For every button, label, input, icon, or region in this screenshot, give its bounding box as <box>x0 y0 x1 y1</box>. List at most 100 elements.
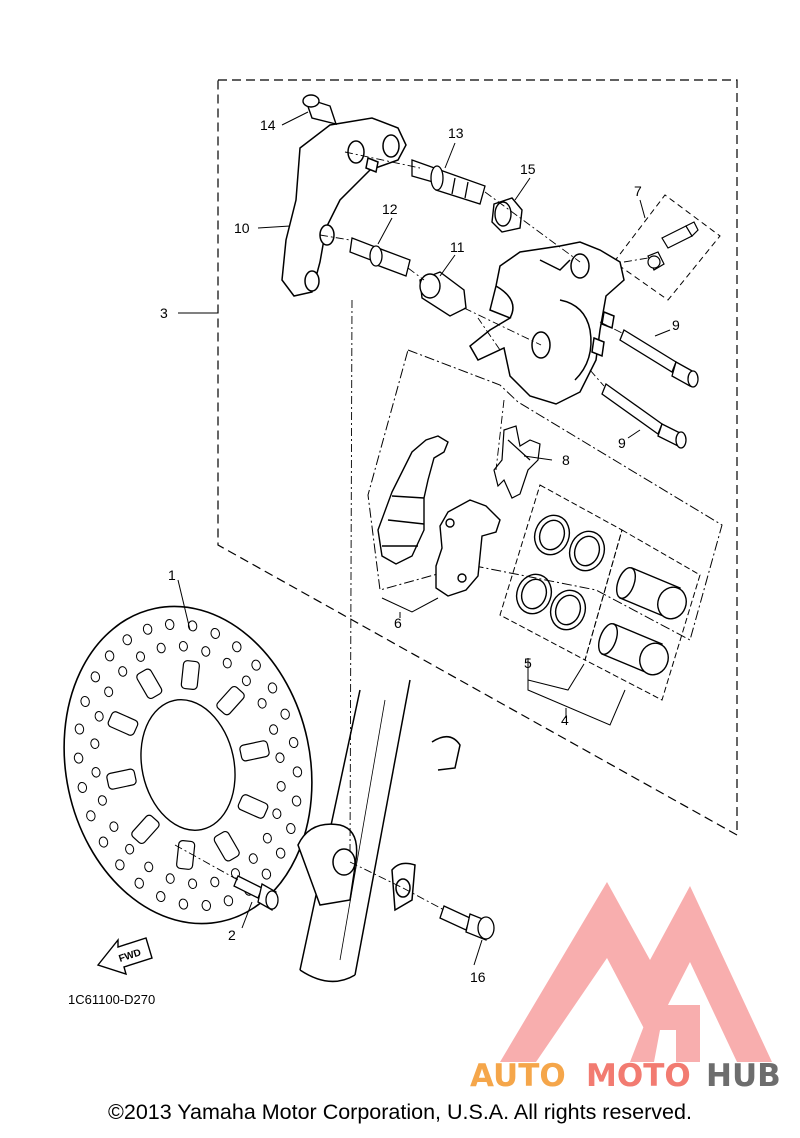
part-label-1: 1 <box>168 567 176 583</box>
disc-slot <box>107 711 139 736</box>
disc-hole <box>248 853 258 864</box>
disc-hole <box>222 657 232 669</box>
disc-slot <box>136 668 163 700</box>
disc-hole <box>142 623 153 635</box>
part-label-7: 7 <box>634 183 642 199</box>
disc-hole <box>210 876 220 888</box>
disc-hole <box>104 650 115 662</box>
part-labels: 1 2 3 4 5 6 7 8 9 9 10 11 12 13 14 15 16 <box>160 117 680 985</box>
disc-hole <box>122 634 132 646</box>
disc-bolt-2 <box>233 875 279 912</box>
fwd-arrow-icon: FWD <box>96 937 153 976</box>
part-label-9-upper: 9 <box>672 317 680 333</box>
part-label-3: 3 <box>160 305 168 321</box>
brake-pad-6-left <box>377 435 449 565</box>
disc-hole <box>178 898 189 910</box>
part-label-15: 15 <box>520 161 536 177</box>
disc-hole <box>188 878 198 890</box>
part-label-5: 5 <box>524 655 532 671</box>
disc-hole <box>86 810 96 822</box>
disc-hole <box>275 752 285 763</box>
group-box-4 <box>584 529 701 701</box>
part-label-2: 2 <box>228 927 236 943</box>
sleeve-14 <box>302 94 338 125</box>
part-label-10: 10 <box>234 220 250 236</box>
disc-hole <box>118 666 128 677</box>
disc-slot <box>216 685 245 716</box>
part-label-16: 16 <box>470 969 486 985</box>
disc-hole <box>257 698 267 709</box>
brand-auto: AUTO <box>470 1058 566 1094</box>
brand-moto: MOTO <box>586 1058 691 1094</box>
disc-slot <box>213 830 240 862</box>
disc-hole <box>292 766 303 778</box>
leader-lines <box>177 111 671 966</box>
disc-hole <box>269 724 279 735</box>
disc-hole <box>74 723 85 735</box>
brake-disc-1 <box>63 605 313 925</box>
disc-hole <box>275 847 286 859</box>
pin-bolt-12 <box>349 237 411 277</box>
part-label-9-lower: 9 <box>618 435 626 451</box>
disc-hole <box>262 832 272 844</box>
disc-hole <box>286 822 296 835</box>
disc-hole <box>261 868 272 880</box>
boot-11 <box>419 271 467 317</box>
disc-hole <box>156 642 166 654</box>
alignment-lines <box>174 151 649 911</box>
disc-hole <box>98 836 109 848</box>
disc-hole <box>241 675 251 687</box>
disc-hole <box>135 651 146 662</box>
part-label-6: 6 <box>394 615 402 631</box>
disc-hole <box>91 767 101 778</box>
disc-hole <box>165 873 175 884</box>
group-box-7 <box>613 194 721 301</box>
disc-hole <box>115 859 125 871</box>
disc-hole <box>291 795 302 807</box>
bleed-screw-7 <box>647 221 699 271</box>
piston-kit-4 <box>598 567 687 676</box>
disc-hole <box>125 843 135 855</box>
part-label-13: 13 <box>448 125 464 141</box>
disc-hole <box>288 737 299 749</box>
disc-hole <box>156 891 166 903</box>
disc-slot <box>106 768 137 790</box>
part-label-14: 14 <box>260 117 276 133</box>
disc-hole <box>94 711 104 722</box>
disc-hole <box>80 695 90 708</box>
disc-slot <box>131 814 160 845</box>
disc-hole <box>97 795 107 806</box>
assembly-boundary <box>217 79 738 837</box>
watermark-logo <box>500 882 772 1062</box>
caliper-bolt-9-upper <box>619 329 699 388</box>
disc-hole <box>272 808 282 819</box>
disc-hole <box>164 619 175 631</box>
part-label-12: 12 <box>382 201 398 217</box>
disc-slot <box>239 740 270 762</box>
disc-hole <box>90 738 100 749</box>
caliper-mount-bolt-16 <box>439 905 495 941</box>
disc-hole <box>73 752 84 764</box>
disc-hole <box>134 877 144 889</box>
disc-hole <box>144 861 154 873</box>
caliper-bracket <box>281 117 407 297</box>
disc-hole <box>178 640 188 652</box>
pin-bolt-13 <box>411 159 486 205</box>
disc-hole <box>251 659 261 671</box>
group-box-pads <box>367 349 723 641</box>
part-label-8: 8 <box>562 452 570 468</box>
disc-hole <box>201 899 212 911</box>
disc-hole <box>210 627 220 639</box>
caliper-body <box>469 241 625 405</box>
disc-slot <box>237 794 269 819</box>
disc-hole <box>201 646 211 657</box>
part-label-4: 4 <box>561 712 569 728</box>
brake-pad-6-right <box>435 499 501 597</box>
copyright-notice: ©2013 Yamaha Motor Corporation, U.S.A. A… <box>108 1100 692 1124</box>
disc-slot <box>180 660 200 691</box>
disc-hole <box>232 641 242 653</box>
disc-hole <box>280 708 290 720</box>
brand-hub: HUB <box>706 1058 781 1094</box>
disc-hole <box>267 682 278 694</box>
